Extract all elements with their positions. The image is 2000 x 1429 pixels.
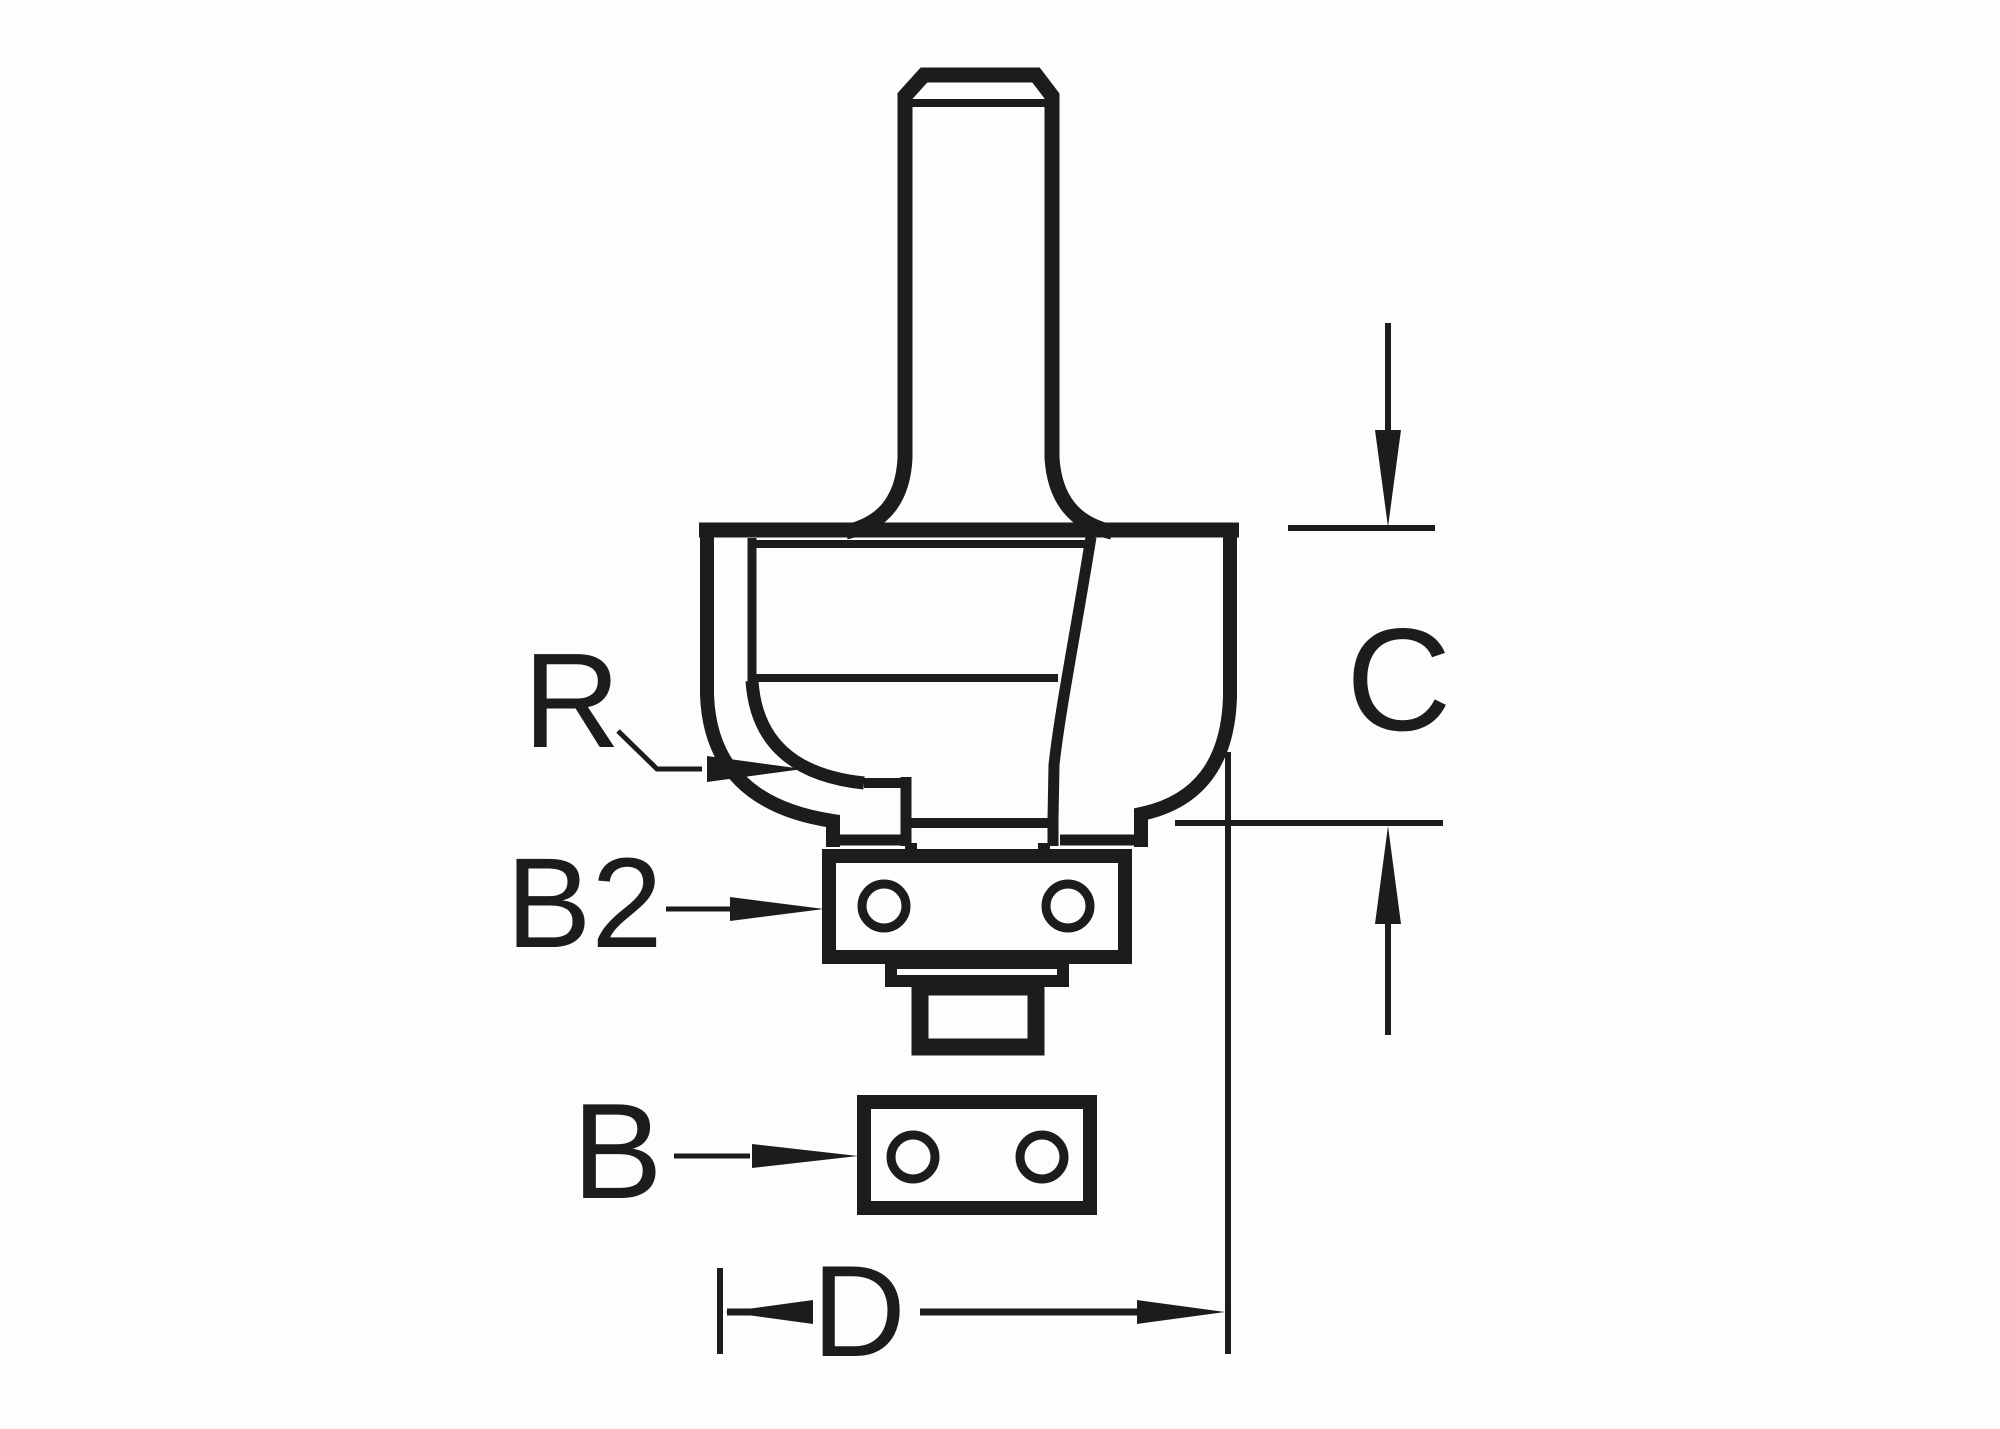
leader-lines <box>616 729 858 1168</box>
cutter-body <box>699 522 1239 847</box>
radius-leader-line <box>616 729 702 772</box>
label-diameter: D <box>812 1238 906 1384</box>
cutter-left-roundover <box>700 523 840 847</box>
inner-roundover-curve <box>745 680 865 790</box>
bearing-b2-ball-right <box>1041 879 1095 933</box>
b2-leader-arrow-icon <box>730 897 824 921</box>
cutting-edge-line <box>1047 536 1097 821</box>
bearing-b2-body <box>822 849 1132 964</box>
bearing-b <box>857 1095 1097 1215</box>
b-leader-arrow-icon <box>752 1144 858 1168</box>
bearing-b2 <box>822 843 1132 1056</box>
c-top-arrow-icon <box>1375 430 1401 527</box>
radius-leader-arrow-icon <box>707 756 803 782</box>
shank-outline <box>844 67 1114 540</box>
label-fitted-bearing: B2 <box>506 832 663 975</box>
label-radius: R <box>523 625 621 776</box>
c-bottom-arrow-icon <box>1375 826 1401 924</box>
bearing-b-body <box>857 1095 1097 1215</box>
washer-bottom <box>885 957 1069 987</box>
bearing-b-ball-left <box>886 1130 940 1184</box>
label-cutter-length: C <box>1346 598 1451 761</box>
retaining-screw-head <box>911 978 1045 1056</box>
bearing-b-ball-right <box>1015 1130 1069 1184</box>
bearing-b2-ball-left <box>857 879 911 933</box>
label-spare-bearing: B <box>572 1075 663 1227</box>
d-left-arrow-icon <box>725 1300 813 1324</box>
dimension-c <box>1175 323 1443 1035</box>
d-right-arrow-icon <box>1137 1300 1225 1324</box>
shank <box>844 67 1114 540</box>
cutter-right-roundover <box>1134 523 1237 847</box>
dimension-d <box>717 752 1231 1354</box>
